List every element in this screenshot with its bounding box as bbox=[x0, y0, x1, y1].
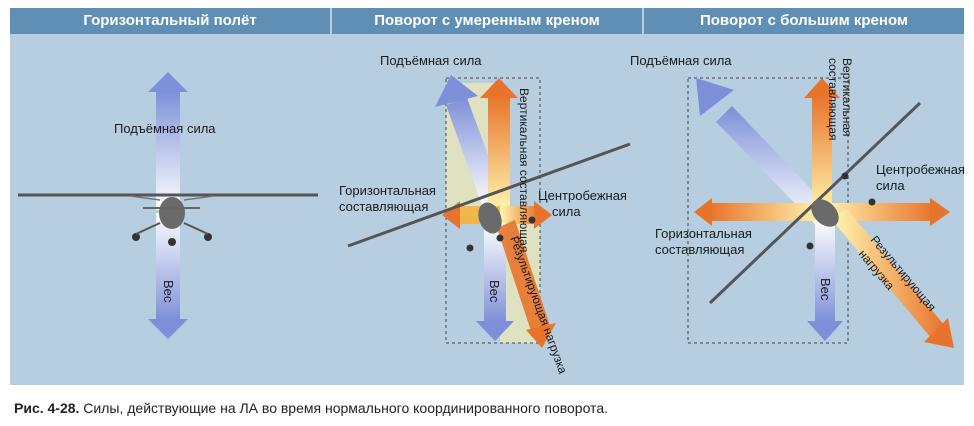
weight-label: Вес bbox=[161, 280, 176, 303]
airplane-steep bbox=[708, 101, 922, 305]
horizontal-label-line1: Горизонтальная bbox=[339, 183, 436, 198]
lift-label-moderate: Подъёмная сила bbox=[380, 53, 482, 68]
airplane-moderate bbox=[347, 142, 631, 252]
caption-text: Силы, действующие на ЛА во время нормаль… bbox=[79, 400, 608, 416]
moderate-bank-group: Подъёмная сила Вертикальная составляющая… bbox=[339, 53, 631, 376]
resultant-load-arrow-steep bbox=[832, 208, 954, 348]
lift-label-steep: Подъёмная сила bbox=[630, 53, 732, 68]
vertical-label-line2: составляющая bbox=[826, 58, 840, 141]
lift-arrow-steep bbox=[696, 78, 832, 225]
vertical-label-line1: Вертикальная bbox=[840, 58, 854, 137]
weight-arrow-moderate bbox=[476, 223, 514, 341]
figure-caption: Рис. 4-28. Силы, действующие на ЛА во вр… bbox=[14, 400, 608, 416]
horizontal-label-line1-steep: Горизонтальная bbox=[655, 226, 752, 241]
weight-label-steep: Вес bbox=[818, 278, 833, 301]
header-moderate-bank: Поворот с умеренным креном bbox=[332, 8, 642, 34]
centrifugal-label-line1-steep: Центробежная bbox=[876, 162, 964, 177]
weight-arrow bbox=[148, 213, 188, 339]
horizontal-component-arrow-steep bbox=[694, 198, 822, 226]
lift-label: Подъёмная сила bbox=[114, 121, 216, 136]
level-flight-group: Подъёмная сила Вес bbox=[18, 72, 318, 339]
resultant-load-arrow bbox=[497, 220, 556, 348]
lift-arrow bbox=[148, 72, 188, 210]
centrifugal-label-line1: Центробежная bbox=[538, 188, 627, 203]
steep-bank-group: Подъёмная сила Вертикальная составляющая… bbox=[630, 53, 964, 348]
vertical-component-label: Вертикальная составляющая bbox=[517, 88, 531, 252]
weight-label-moderate: Вес bbox=[487, 280, 502, 303]
header-steep-bank: Поворот с большим креном bbox=[644, 8, 964, 34]
centrifugal-force-arrow bbox=[500, 201, 552, 229]
centrifugal-label-line2: сила bbox=[552, 204, 581, 219]
weight-arrow-steep bbox=[807, 220, 843, 341]
horizontal-label-line2-steep: составляющая bbox=[655, 242, 744, 257]
header-level-flight: Горизонтальный полёт bbox=[10, 8, 330, 34]
horizontal-label-line2: составляющая bbox=[339, 199, 428, 214]
centrifugal-label-line2-steep: сила bbox=[876, 178, 905, 193]
caption-number: Рис. 4-28. bbox=[14, 400, 80, 416]
airplane-level bbox=[18, 193, 318, 246]
vertical-component-arrow-steep bbox=[804, 78, 840, 214]
vertical-component-arrow bbox=[480, 78, 518, 211]
forces-diagram: Подъёмная сила Вес bbox=[18, 53, 964, 376]
force-parallelogram-steep bbox=[687, 77, 849, 344]
